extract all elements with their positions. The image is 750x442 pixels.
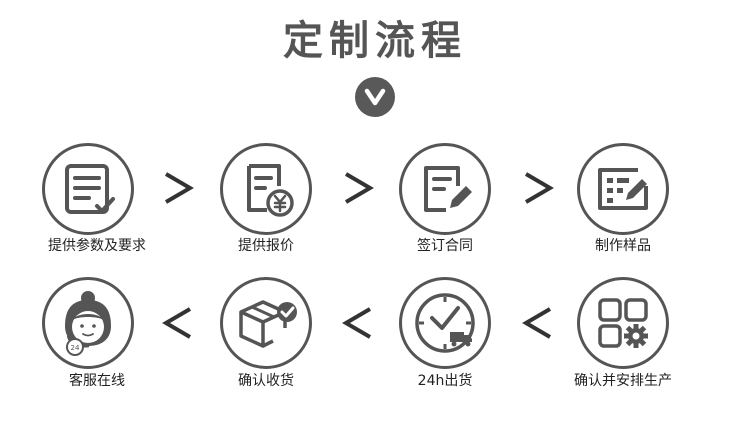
arrow-right (518, 166, 558, 210)
step-label: 提供参数及要求 (48, 238, 146, 254)
step-label: 签订合同 (417, 238, 473, 254)
chevron-right-icon (164, 172, 194, 204)
arrow-left (518, 301, 558, 345)
chevron-left-icon (162, 307, 192, 339)
chevron-right-icon (524, 172, 554, 204)
chevron-down-icon (364, 88, 386, 106)
step-label: 24h出货 (417, 373, 473, 389)
chevron-right-icon (344, 172, 374, 204)
step-circle-customer-service: 24 (42, 277, 134, 369)
page-title: 定制流程 (283, 18, 467, 64)
tablet-pen-icon (598, 168, 648, 210)
step-circle-shipping (399, 277, 491, 369)
step-circle-sample (577, 143, 669, 235)
step-circle-production (577, 277, 669, 369)
step-circle-quote (220, 143, 312, 235)
clock-truck-icon (415, 293, 475, 353)
step-label: 确认并安排生产 (574, 373, 672, 389)
customer-service-agent-icon: 24 (65, 291, 111, 356)
arrow-right (338, 166, 378, 210)
step-label: 制作样品 (595, 238, 651, 254)
step-circle-receive (220, 277, 312, 369)
document-pen-icon (424, 166, 472, 212)
package-check-icon (239, 300, 297, 348)
chevron-left-icon (522, 307, 552, 339)
step-circle-contract (399, 143, 491, 235)
step-label: 客服在线 (69, 373, 125, 389)
document-yen-icon (247, 164, 294, 217)
step-label: 提供报价 (238, 238, 294, 254)
arrow-right (158, 166, 198, 210)
step-circle-provide-params (42, 143, 134, 235)
chevron-left-icon (342, 307, 372, 339)
svg-text:24: 24 (71, 344, 80, 352)
document-list-check-icon (65, 164, 115, 214)
arrow-left (158, 301, 198, 345)
step-label: 确认收货 (238, 373, 294, 389)
grid-gear-icon (598, 298, 648, 348)
chevron-down-badge (355, 77, 395, 117)
arrow-left (338, 301, 378, 345)
